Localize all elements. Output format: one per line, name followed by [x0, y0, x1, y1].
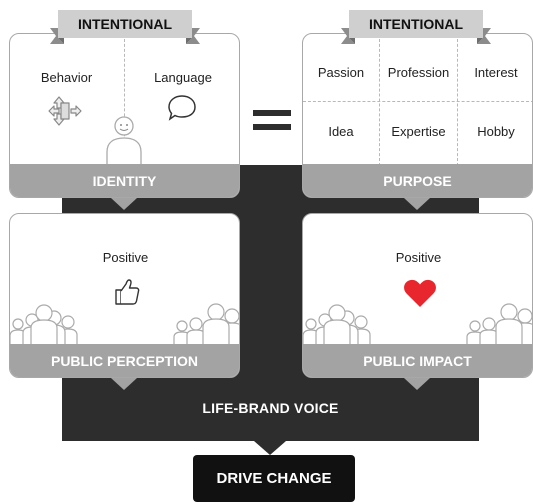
purpose-banner: INTENTIONAL — [341, 10, 491, 48]
crowd-icon — [303, 304, 371, 346]
identity-card: Behavior Language IDENTITY — [9, 33, 240, 198]
equals-icon — [253, 110, 291, 132]
language-label: Language — [154, 70, 212, 85]
identity-banner-text: INTENTIONAL — [77, 16, 173, 32]
purpose-footer: PURPOSE — [303, 164, 532, 197]
voice-arrow — [254, 441, 286, 455]
profession-cell: Profession — [387, 65, 450, 80]
passion-cell: Passion — [317, 65, 365, 80]
purpose-card: Passion Profession Interest Idea Experti… — [302, 33, 533, 198]
impact-card: Positive PUBLIC IMPACT — [302, 213, 533, 378]
impact-positive-label: Positive — [395, 250, 442, 265]
identity-divider — [124, 34, 125, 166]
perception-footer-arrow — [111, 378, 137, 390]
purpose-footer-arrow — [404, 198, 430, 210]
purpose-banner-text: INTENTIONAL — [368, 16, 464, 32]
perception-card: Positive PUBLIC PERCEPTION — [9, 213, 240, 378]
speech-bubble-icon — [168, 95, 196, 121]
purpose-divider-1 — [379, 34, 380, 166]
crowd-icon — [173, 303, 239, 346]
impact-footer: PUBLIC IMPACT — [303, 344, 532, 377]
perception-positive-label: Positive — [102, 250, 149, 265]
hobby-cell: Hobby — [477, 124, 515, 139]
purpose-divider-h — [303, 101, 532, 102]
identity-footer: IDENTITY — [10, 164, 239, 197]
perception-footer: PUBLIC PERCEPTION — [10, 344, 239, 377]
purpose-divider-2 — [457, 34, 458, 166]
drive-change-box: DRIVE CHANGE — [193, 455, 355, 502]
thumbs-up-icon — [115, 279, 140, 305]
crowd-icon — [10, 304, 78, 346]
arrows-icon — [48, 96, 82, 126]
person-icon — [106, 116, 142, 166]
expertise-cell: Expertise — [391, 124, 446, 139]
impact-footer-arrow — [404, 378, 430, 390]
crowd-icon — [466, 303, 532, 346]
identity-banner: INTENTIONAL — [50, 10, 200, 48]
idea-cell: Idea — [328, 124, 354, 139]
identity-footer-arrow — [111, 198, 137, 210]
behavior-label: Behavior — [40, 70, 93, 85]
life-brand-voice-label: LIFE-BRAND VOICE — [202, 400, 339, 416]
interest-cell: Interest — [474, 65, 518, 80]
heart-icon — [404, 279, 436, 307]
